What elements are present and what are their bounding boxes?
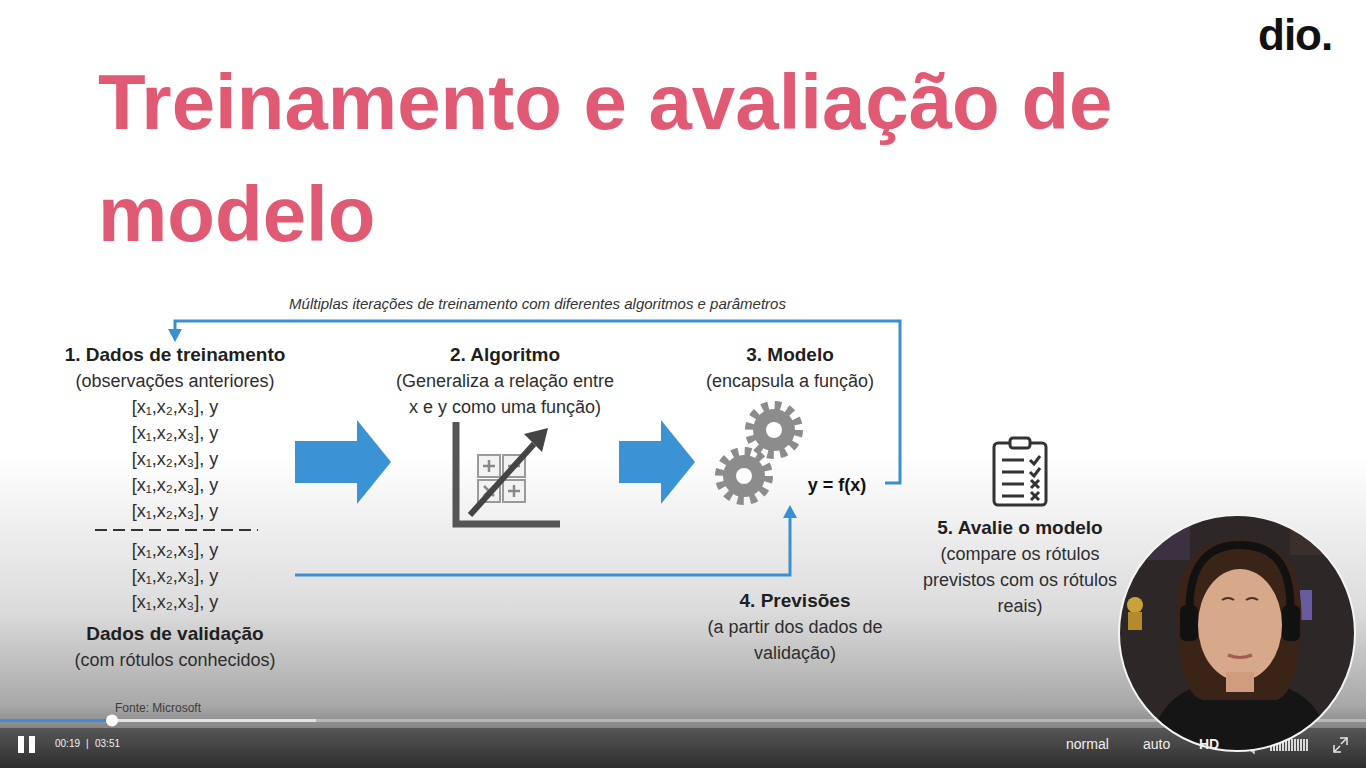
node-text: 2. Algoritmo: [391, 342, 619, 368]
time-code: 00:19: [55, 738, 80, 749]
player-bar: [0, 728, 1366, 768]
step-heading: 4. Previsões: [680, 588, 910, 614]
block-arrow: [619, 420, 695, 504]
fullscreen-icon: [1334, 738, 1347, 752]
node-text: [x₁,x₂,x₃], y: [55, 446, 295, 472]
process-step: 5. Avalie o modelo(compare os rótulos pr…: [918, 435, 1123, 619]
node-text: (compare os rótulos previstos com os rót…: [918, 541, 1123, 619]
progress-played: [0, 719, 112, 722]
data-group: [x₁,x₂,x₃], y[x₁,x₂,x₃], y[x₁,x₂,x₃], yD…: [55, 537, 295, 673]
node-text: 5. Avalie o modelo: [918, 515, 1123, 541]
progress-knob: [106, 715, 118, 727]
player-option: HD: [1199, 736, 1219, 752]
flow-connector: [295, 420, 391, 504]
flow-connector: [295, 505, 797, 575]
node-text: Dados de validação: [55, 621, 295, 647]
process-step: 3. Modelo(encapsula a função) y = f(x): [695, 342, 885, 505]
node-text: [x₁,x₂,x₃], y: [55, 472, 295, 498]
split-line: [95, 529, 258, 531]
time-separator: |: [86, 738, 89, 749]
webcam-frame: [1119, 515, 1355, 751]
gears-icon: [714, 400, 804, 505]
time-code: 03:51: [95, 738, 120, 749]
node-text: (observações anteriores): [55, 368, 295, 394]
node-text: [x₁,x₂,x₃], y: [55, 394, 295, 420]
arrow-head: [168, 329, 182, 342]
node-text: [x₁,x₂,x₃], y: [55, 498, 295, 524]
block-arrow: [295, 420, 391, 504]
node-text: [x₁,x₂,x₃], y: [55, 589, 295, 615]
node-text: 1. Dados de treinamento: [55, 342, 295, 368]
algorithm-icon: [448, 420, 563, 530]
flow-connector: [619, 420, 695, 504]
pause-icon: [18, 736, 35, 753]
brand-logo: dio.: [1258, 10, 1332, 60]
process-step: 2. Algoritmo(Generaliza a relação entre …: [391, 342, 619, 530]
webcam-view: [1110, 510, 1366, 760]
edge-label: Múltiplas iterações de treinamento com d…: [289, 295, 786, 313]
node-text: 3. Modelo: [695, 342, 885, 368]
node-text: [x₁,x₂,x₃], y: [55, 537, 295, 563]
player-option: auto: [1143, 736, 1170, 752]
node-text: (encapsula a função): [695, 368, 885, 394]
node-text: y = f(x): [808, 472, 867, 498]
slide-title: Treinamento e avaliação de modelo: [98, 46, 1258, 270]
arrow-head: [783, 505, 797, 518]
data-group: 1. Dados de treinamento(observações ante…: [55, 342, 295, 524]
node-text: [x₁,x₂,x₃], y: [55, 563, 295, 589]
source-note: Fonte: Microsoft: [115, 701, 201, 715]
node-text: (Generaliza a relação entre x e y como u…: [391, 368, 619, 420]
icon-row: y = f(x): [695, 400, 885, 505]
progress-buffer: [0, 719, 316, 722]
player-option: normal: [1066, 736, 1109, 752]
node-text: [x₁,x₂,x₃], y: [55, 420, 295, 446]
clipboard-icon: [990, 435, 1050, 509]
step-note: (a partir dos dados de validação): [680, 614, 910, 666]
node-text: (com rótulos conhecidos): [55, 647, 295, 673]
